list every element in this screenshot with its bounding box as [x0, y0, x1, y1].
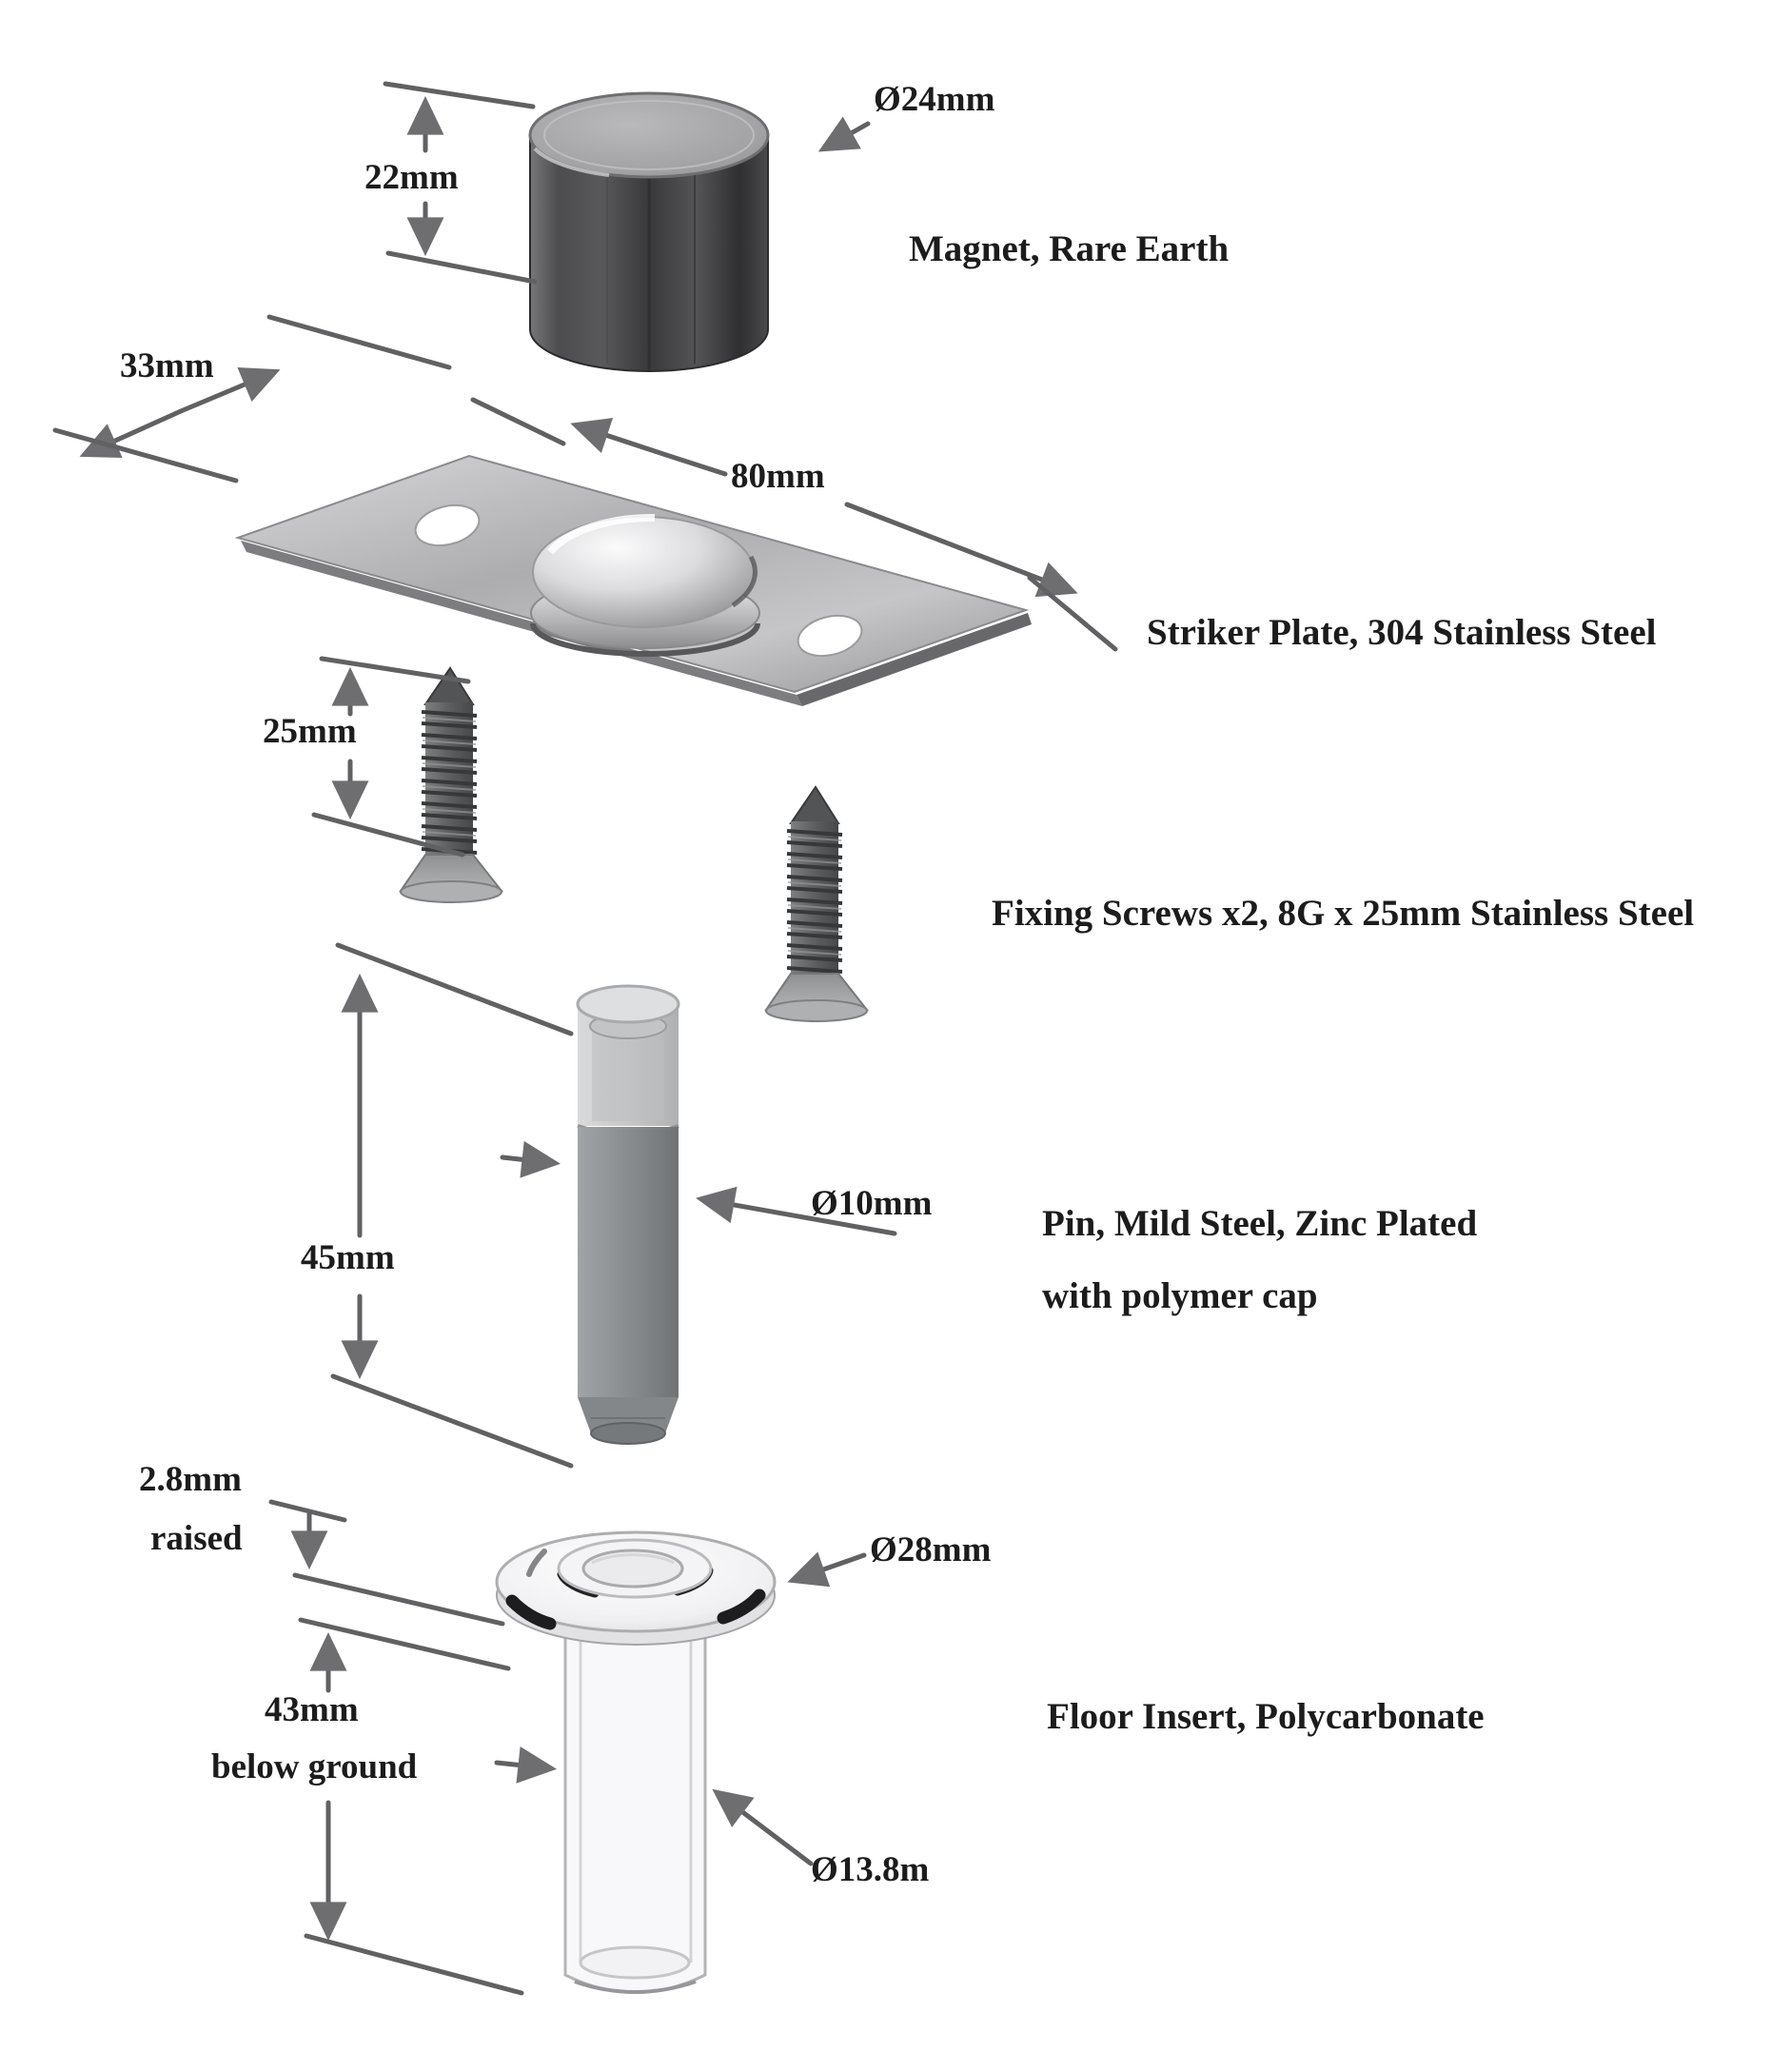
- dim-insert-bore-diameter-leader: [712, 1788, 814, 1866]
- dim-label-pin-diameter: Ø10mm: [811, 1184, 933, 1223]
- striker-plate-illustration: [234, 454, 1032, 706]
- dim-label-insert-flange-diameter: Ø28mm: [870, 1530, 992, 1569]
- pin-pointer-arrow: [500, 1140, 561, 1178]
- dim-insert-flange-diameter-leader: [787, 1551, 867, 1588]
- part-label-pin-line2: with polymer cap: [1042, 1275, 1318, 1316]
- dim-pin-diameter-leader: [696, 1186, 897, 1236]
- dim-magnet-diameter-leader: [817, 116, 871, 152]
- part-label-pin: Pin, Mild Steel, Zinc Plated: [1042, 1203, 1478, 1244]
- part-label-floor-insert: Floor Insert, Polycarbonate: [1047, 1696, 1485, 1737]
- dim-label-plate-length: 80mm: [731, 457, 825, 496]
- part-label-fixing-screws: Fixing Screws x2, 8G x 25mm Stainless St…: [992, 893, 1695, 934]
- floor-insert-illustration: [495, 1530, 777, 1994]
- dim-insert-below-ground: [304, 1631, 524, 1996]
- dim-label-insert-raised-value: 2.8mm: [139, 1460, 242, 1499]
- screw2-illustration: [764, 785, 869, 1023]
- dim-magnet-height: [383, 81, 538, 285]
- part-label-striker-plate: Striker Plate, 304 Stainless Steel: [1147, 612, 1657, 653]
- dim-label-magnet-height: 22mm: [364, 158, 459, 197]
- dim-label-magnet-diameter: Ø24mm: [874, 80, 995, 119]
- dim-insert-raised: [268, 1499, 511, 1671]
- dim-label-insert-below-word: below ground: [211, 1747, 418, 1786]
- part-label-magnet: Magnet, Rare Earth: [909, 228, 1230, 269]
- dim-label-insert-bore-diameter: Ø13.8m: [811, 1850, 930, 1889]
- dim-pin-length: [330, 942, 574, 1469]
- insert-pointer-arrow: [494, 1746, 558, 1784]
- dim-label-insert-raised-word: raised: [150, 1519, 243, 1558]
- pin-illustration: [576, 984, 680, 1445]
- dim-plate-length: [470, 397, 1118, 652]
- dim-label-insert-below-value: 43mm: [265, 1690, 359, 1729]
- dim-screw-length: [311, 656, 471, 858]
- dim-label-screw-length: 25mm: [263, 712, 357, 751]
- dim-label-pin-length: 45mm: [301, 1238, 395, 1277]
- dim-label-plate-width: 33mm: [120, 346, 214, 385]
- dim-plate-width: [52, 314, 452, 483]
- screw-illustration: [399, 666, 504, 903]
- magnet-illustration: [528, 91, 770, 372]
